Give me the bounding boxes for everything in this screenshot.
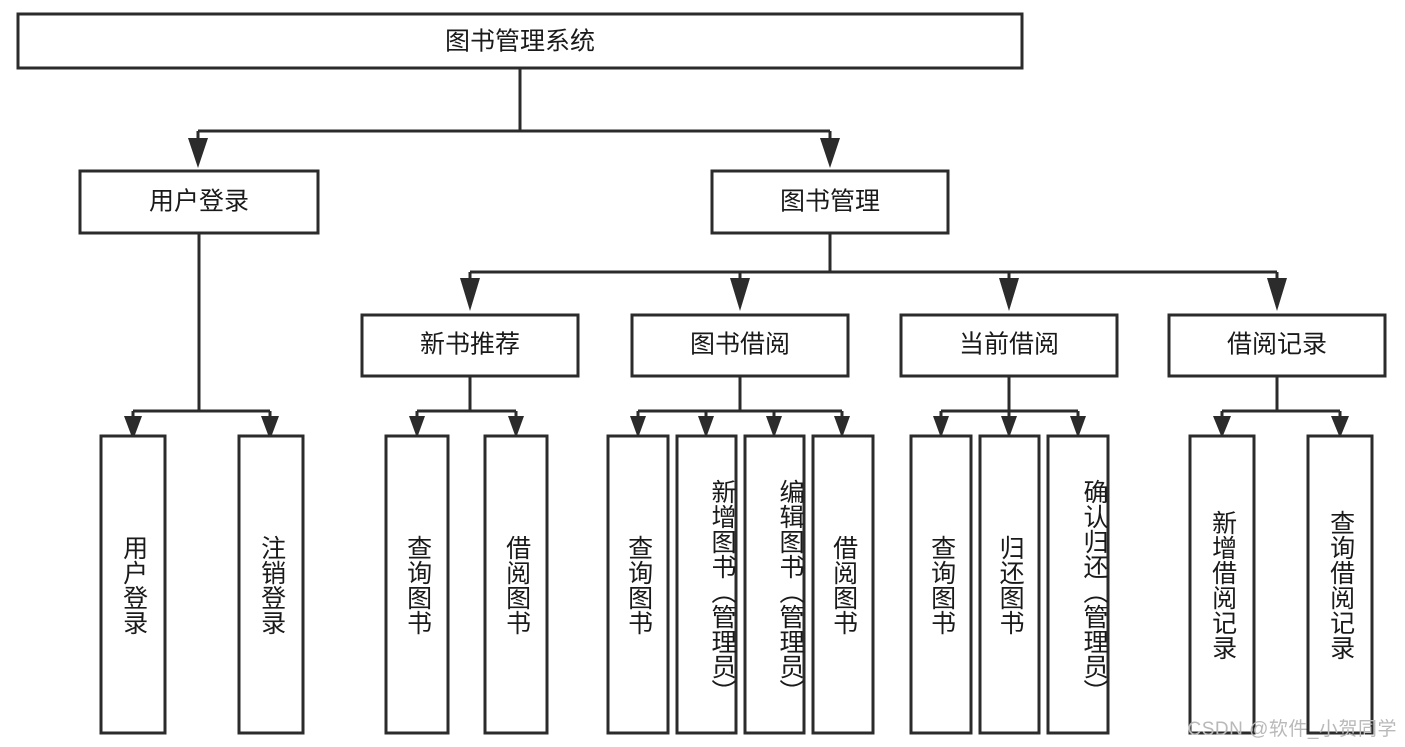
arrowhead-leaf-current-borrow-0 bbox=[933, 416, 949, 438]
arrowhead-leaf-current-borrow-2 bbox=[1070, 416, 1086, 438]
arrowhead-leaf-new-book-1 bbox=[508, 416, 524, 438]
arrowhead-level3-0 bbox=[460, 278, 480, 311]
arrowhead-leaf-new-book-0 bbox=[409, 416, 425, 438]
arrowhead-leaf-book-borrow-1 bbox=[698, 416, 714, 438]
leaf-box-new-book-0[interactable] bbox=[384, 434, 450, 735]
node-root-box[interactable] bbox=[16, 12, 1024, 70]
arrowhead-level3-1 bbox=[730, 278, 750, 311]
node-current-borrow-box[interactable] bbox=[899, 313, 1119, 378]
node-borrow-record[interactable]: 借阅记录 bbox=[1167, 313, 1387, 378]
node-borrow-record-box[interactable] bbox=[1167, 313, 1387, 378]
node-book-borrow-box[interactable] bbox=[630, 313, 850, 378]
leaf-box-book-borrow-3[interactable] bbox=[811, 434, 875, 735]
arrowhead-level3-3 bbox=[1267, 278, 1287, 311]
watermark-text: CSDN @软件_小贺同学 bbox=[1187, 719, 1397, 740]
node-book-borrow-label: 图书借阅 bbox=[690, 331, 790, 359]
node-user-login-label: 用户登录 bbox=[149, 188, 249, 216]
leaf-box-current-borrow-0[interactable] bbox=[909, 434, 973, 735]
node-book-borrow[interactable]: 图书借阅 bbox=[630, 313, 850, 378]
node-new-book-recommend[interactable]: 新书推荐 bbox=[360, 313, 580, 378]
node-current-borrow[interactable]: 当前借阅 bbox=[899, 313, 1119, 378]
leaf-box-book-borrow-0[interactable] bbox=[606, 434, 670, 735]
node-current-borrow-label: 当前借阅 bbox=[959, 331, 1059, 359]
arrowhead-leaf-borrow-record-1 bbox=[1331, 416, 1349, 438]
arrowhead-leaf-current-borrow-1 bbox=[1001, 416, 1017, 438]
arrowhead-leaf-user-login-0 bbox=[124, 416, 142, 440]
arrowhead-leaf-book-borrow-3 bbox=[834, 416, 850, 438]
leaf-box-book-borrow-1[interactable] bbox=[675, 434, 738, 735]
node-book-management-label: 图书管理 bbox=[780, 188, 880, 216]
arrowhead-bookmgmt bbox=[820, 138, 840, 168]
leaf-box-borrow-record-0[interactable] bbox=[1188, 434, 1256, 735]
leaf-box-book-borrow-2[interactable] bbox=[743, 434, 806, 735]
leaf-box-user-login-1[interactable] bbox=[237, 434, 305, 735]
node-new-book-recommend-label: 新书推荐 bbox=[420, 331, 520, 359]
node-borrow-record-label: 借阅记录 bbox=[1227, 331, 1327, 359]
leaf-box-borrow-record-1[interactable] bbox=[1306, 434, 1374, 735]
arrowhead-userlogin bbox=[188, 138, 208, 168]
arrowhead-leaf-user-login-1 bbox=[261, 416, 279, 440]
arrowhead-leaf-borrow-record-0 bbox=[1213, 416, 1231, 438]
arrowhead-level3-2 bbox=[999, 278, 1019, 311]
leaf-box-current-borrow-2[interactable] bbox=[1046, 434, 1110, 735]
node-root[interactable]: 图书管理系统 bbox=[16, 12, 1024, 70]
node-user-login[interactable]: 用户登录 bbox=[78, 169, 320, 235]
node-book-management[interactable]: 图书管理 bbox=[710, 169, 950, 235]
arrowhead-leaf-book-borrow-0 bbox=[630, 416, 646, 438]
leaf-box-user-login-0[interactable] bbox=[99, 434, 167, 735]
node-new-book-recommend-box[interactable] bbox=[360, 313, 580, 378]
leaf-box-current-borrow-1[interactable] bbox=[978, 434, 1041, 735]
arrowhead-leaf-book-borrow-2 bbox=[766, 416, 782, 438]
leaf-box-new-book-1[interactable] bbox=[483, 434, 549, 735]
node-book-management-box[interactable] bbox=[710, 169, 950, 235]
node-root-label: 图书管理系统 bbox=[445, 28, 595, 56]
